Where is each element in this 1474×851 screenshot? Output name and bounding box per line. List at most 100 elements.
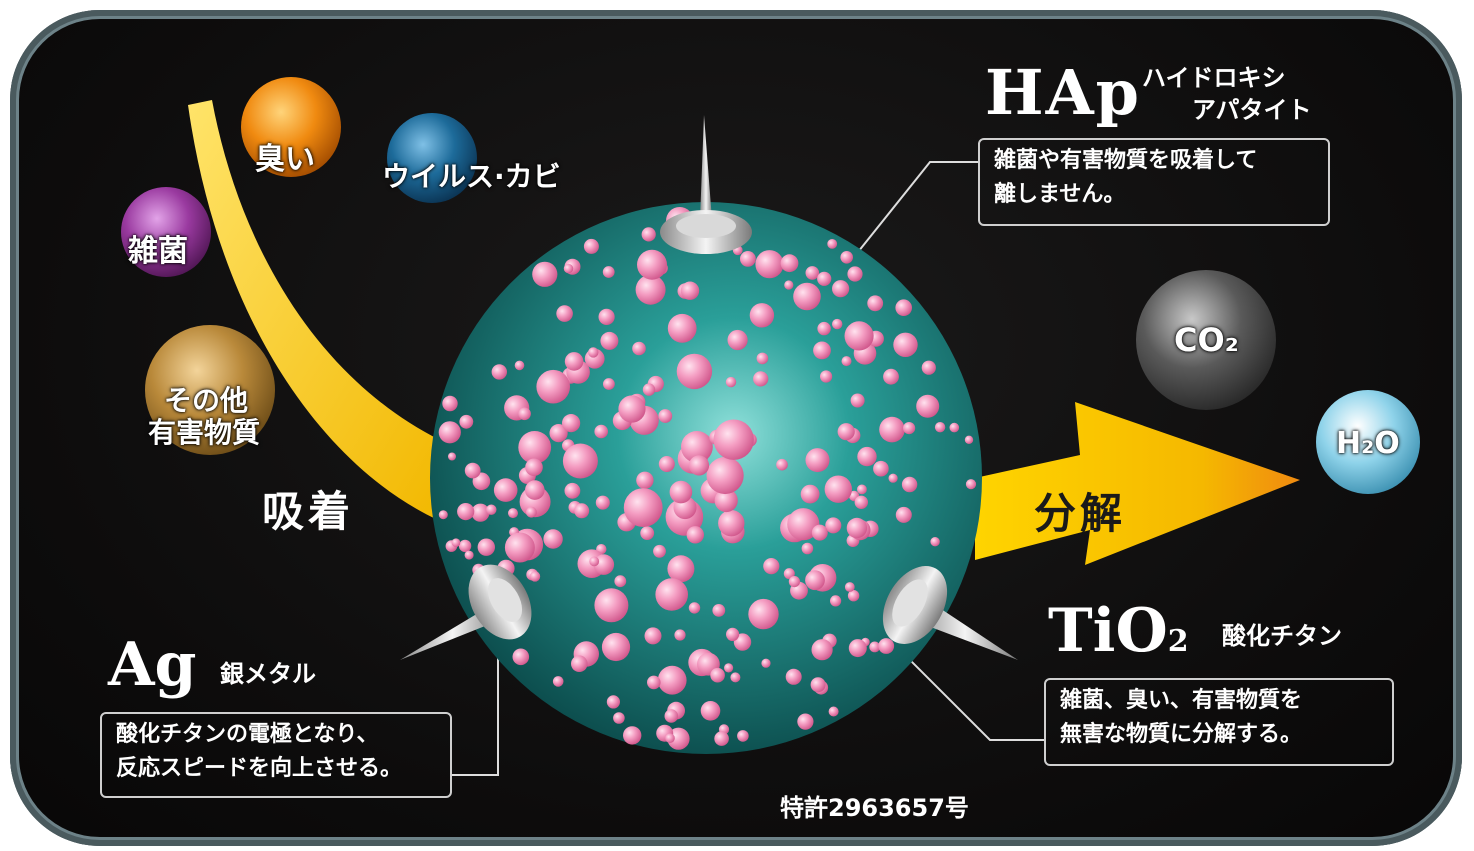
- pink-particle: [805, 570, 825, 591]
- tio2-metal-spike: [882, 566, 1018, 660]
- adsorption-label: 吸着: [262, 487, 355, 536]
- pink-particle: [748, 598, 779, 630]
- tio2-name: 酸化チタン: [1222, 622, 1342, 650]
- pink-particle: [847, 266, 863, 282]
- pink-particle: [632, 341, 646, 356]
- pink-particle: [602, 266, 615, 278]
- pink-particle: [827, 239, 838, 249]
- pink-particle: [644, 627, 662, 645]
- pink-particle: [867, 295, 884, 312]
- pink-particle: [665, 733, 675, 743]
- pink-particle: [549, 424, 568, 443]
- pink-particle: [618, 395, 646, 423]
- pink-particle: [813, 341, 831, 360]
- pink-particle: [552, 676, 564, 687]
- hap-leader-line: [857, 161, 980, 253]
- pink-particle: [653, 544, 666, 558]
- pink-particle: [725, 376, 737, 388]
- pink-particle: [438, 421, 461, 444]
- pink-particle: [514, 360, 525, 371]
- pink-particle: [589, 556, 600, 567]
- pink-particle: [603, 378, 615, 390]
- odor-ball: [241, 77, 341, 177]
- pink-particle: [710, 667, 725, 683]
- pink-particle: [471, 503, 490, 522]
- other-label-line2: 有害物質: [148, 416, 261, 449]
- pink-particle: [857, 446, 877, 467]
- pink-particle: [556, 305, 573, 322]
- pink-particle: [623, 726, 642, 745]
- pink-particle: [664, 709, 679, 723]
- tio2-symbol-subscript: 2: [1167, 624, 1189, 659]
- tio2-symbol: TiO2: [1048, 596, 1189, 666]
- pink-particle: [688, 602, 701, 614]
- hap-desc-line2: 離しません。: [994, 182, 1126, 207]
- pink-particle: [949, 422, 960, 433]
- pink-particle: [564, 482, 581, 499]
- pink-particle: [681, 431, 713, 463]
- pink-particle: [714, 488, 738, 513]
- pink-particle: [614, 575, 627, 588]
- pink-particle: [504, 532, 535, 563]
- ag-desc-line2: 反応スピードを向上させる。: [116, 756, 403, 781]
- hap-name-line2: アパタイト: [1192, 96, 1312, 124]
- pink-particle: [854, 495, 868, 509]
- pink-particle: [674, 629, 686, 641]
- pink-particle: [712, 604, 726, 617]
- pink-particle: [878, 638, 895, 654]
- pink-particle: [713, 419, 754, 460]
- pink-particle: [676, 353, 713, 390]
- pink-particle: [529, 571, 541, 582]
- pink-particle: [850, 393, 865, 408]
- pink-particle: [801, 542, 814, 555]
- pink-particle: [594, 588, 629, 623]
- pink-particle: [820, 370, 833, 383]
- pink-particle: [669, 480, 693, 504]
- co2-ball: [1136, 270, 1276, 410]
- pink-particle: [921, 360, 936, 375]
- pink-particle: [761, 658, 771, 668]
- pink-particle: [879, 416, 905, 443]
- pink-particle: [688, 455, 710, 476]
- other-label-line1: その他: [164, 384, 249, 417]
- pink-particle: [869, 641, 881, 653]
- pink-particle: [686, 526, 704, 544]
- pink-particle: [873, 460, 889, 477]
- pink-particle: [817, 271, 832, 286]
- pink-particle: [810, 677, 826, 693]
- hap-desc-line1: 雑菌や有害物質を吸着して: [994, 148, 1258, 173]
- pink-particle: [848, 639, 867, 658]
- pink-particle: [797, 713, 814, 730]
- pink-particle: [749, 303, 775, 328]
- pink-particle: [595, 495, 610, 510]
- other-harmful-ball: [145, 325, 275, 455]
- pink-particle: [543, 529, 563, 549]
- pink-particle: [641, 227, 656, 242]
- ag-description-box: 酸化チタンの電極となり、 反応スピードを向上させる。: [100, 712, 452, 798]
- pink-particle: [601, 632, 631, 662]
- tio2-desc-line1: 雑菌、臭い、有害物質を: [1060, 688, 1303, 713]
- pink-particle: [594, 424, 608, 439]
- pink-particle: [451, 538, 461, 547]
- pink-particle: [726, 627, 740, 642]
- hap-sphere: [430, 202, 982, 754]
- pink-particle: [763, 558, 780, 575]
- pink-particle: [680, 281, 700, 300]
- pink-particle: [832, 280, 850, 298]
- pink-particle: [459, 414, 474, 429]
- pink-particle: [493, 478, 518, 502]
- pink-particle: [635, 274, 666, 305]
- co2-label: CO₂: [1174, 321, 1239, 359]
- decomposition-arrow: [975, 402, 1300, 565]
- pink-particle: [793, 282, 821, 311]
- pink-particle: [563, 263, 574, 274]
- pink-particle: [756, 352, 769, 365]
- pink-particle: [740, 251, 756, 267]
- ag-name: 銀メタル: [220, 660, 316, 688]
- pink-particle: [783, 568, 795, 580]
- pink-particle: [841, 356, 852, 367]
- pink-particle: [518, 407, 531, 421]
- hap-name-line1: ハイドロキシ: [1142, 64, 1286, 92]
- pink-particle: [800, 484, 820, 504]
